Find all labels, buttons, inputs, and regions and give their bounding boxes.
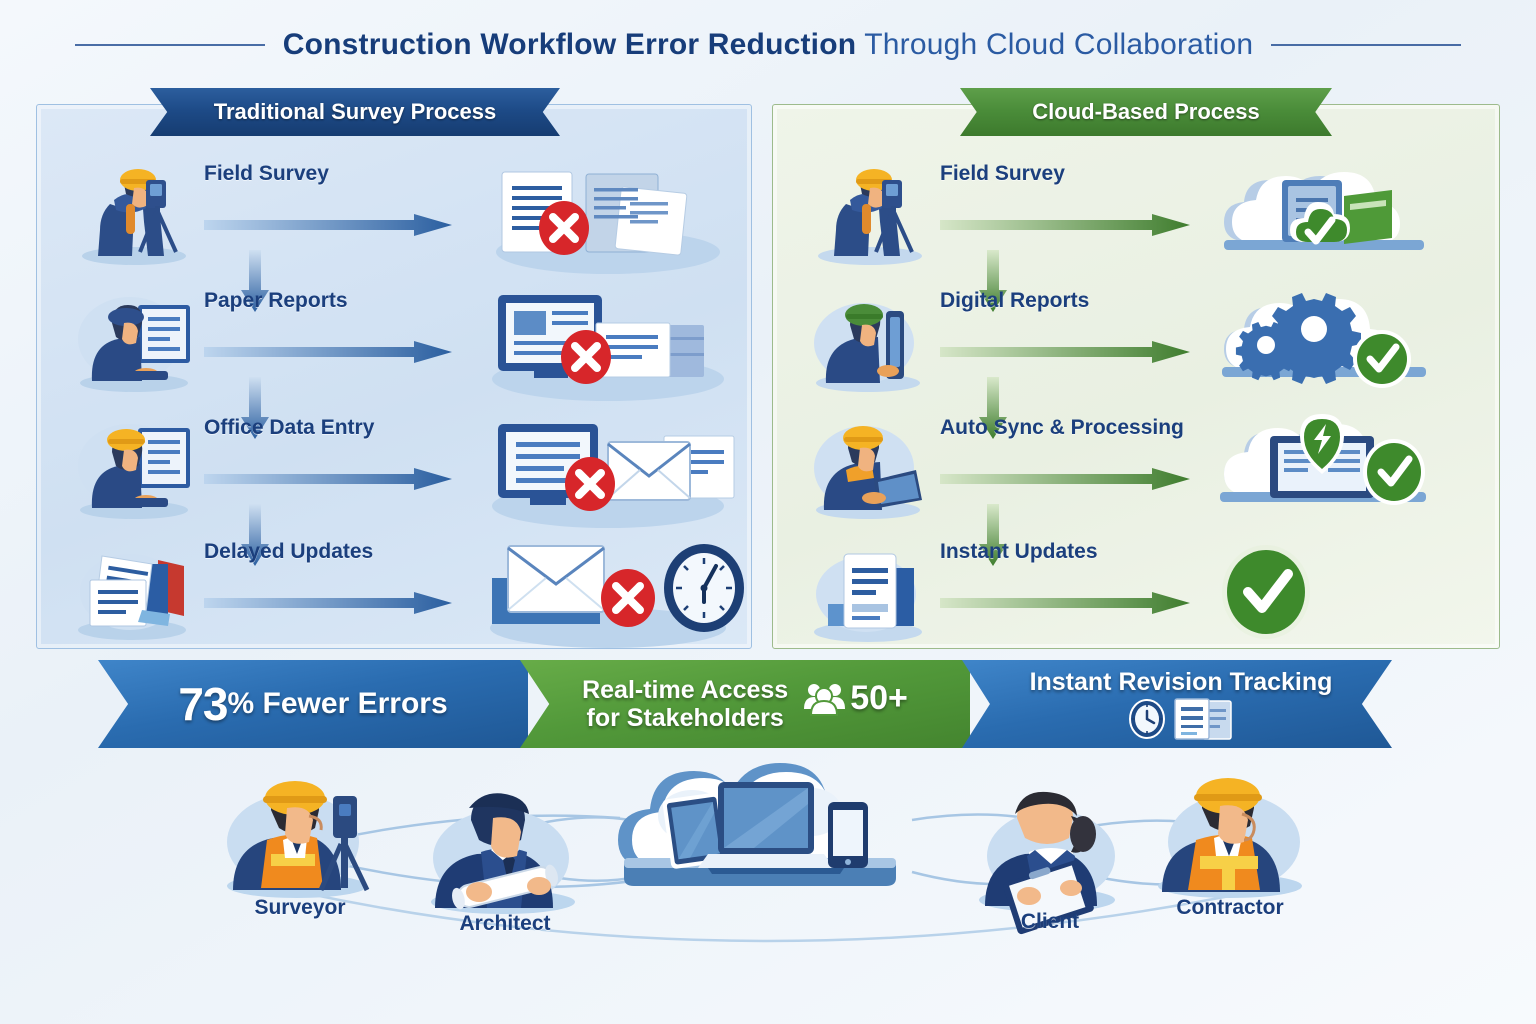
left-step-3: Office Data Entry — [72, 410, 752, 528]
cloud-documents-icon — [1204, 156, 1484, 274]
cloud-laptop-bolt-icon — [1204, 410, 1484, 528]
title-rule-right — [1271, 44, 1462, 46]
envelope-clock-icon — [468, 534, 748, 652]
right-step-2-label: Digital Reports — [940, 289, 1090, 312]
page-title: Construction Workflow Error Reduction Th… — [0, 22, 1536, 68]
left-step-3-arrow — [204, 468, 452, 490]
stakeholder-client: Client — [955, 782, 1145, 935]
left-step-1-label: Field Survey — [204, 162, 329, 185]
title-bold: Construction Workflow Error Reduction — [282, 28, 857, 61]
right-arrow-down-2 — [978, 377, 1008, 439]
green-check-icon — [1363, 439, 1425, 505]
right-step-4: Instant Updates — [808, 534, 1498, 652]
title-light: Through Cloud Collaboration — [864, 28, 1254, 61]
banner-error-number: 73 — [178, 678, 228, 730]
banner-access-count: 50+ — [850, 678, 908, 717]
stakeholder-surveyor: Surveyor — [205, 768, 395, 920]
stakeholder-client-label: Client — [1020, 910, 1080, 933]
green-check-icon — [1290, 202, 1350, 245]
tablet-worker-icon — [808, 287, 938, 397]
clock-icon — [664, 544, 744, 632]
banner-access-line2: for Stakeholders — [586, 704, 784, 732]
laptop-worker-icon — [808, 414, 938, 524]
red-x-icon — [601, 569, 655, 627]
people-group-icon — [802, 681, 848, 716]
monitor-papers-icon — [468, 283, 748, 401]
banner-revision-text: Instant Revision Tracking — [1029, 667, 1333, 696]
left-step-1-arrow — [204, 214, 452, 236]
red-x-icon — [561, 330, 611, 384]
left-step-4: Delayed Updates — [72, 534, 752, 652]
banner-error-text: Fewer Errors — [262, 687, 448, 720]
right-step-4-label: Instant Updates — [940, 540, 1098, 563]
left-arrow-down-2 — [240, 377, 270, 439]
green-check-icon — [1204, 534, 1484, 652]
architect-avatar-icon — [431, 793, 575, 914]
left-arrow-down-1 — [240, 250, 270, 312]
traditional-process-heading: Traditional Survey Process — [150, 88, 560, 136]
right-step-1-label: Field Survey — [940, 162, 1065, 185]
left-step-2-arrow — [204, 341, 452, 363]
cloud-process-heading: Cloud-Based Process — [960, 88, 1332, 136]
left-step-3-label: Office Data Entry — [204, 416, 375, 439]
clock-document-icon — [1127, 697, 1235, 741]
right-step-3-label: Auto Sync & Processing — [940, 416, 1184, 439]
right-step-4-arrow — [940, 592, 1190, 614]
client-avatar-icon — [979, 791, 1115, 935]
cloud-heading-label: Cloud-Based Process — [1032, 99, 1260, 124]
left-step-4-arrow — [204, 592, 452, 614]
title-text: Construction Workflow Error Reduction Th… — [283, 28, 1254, 62]
stakeholder-surveyor-label: Surveyor — [254, 896, 346, 919]
right-arrow-down-1 — [978, 250, 1008, 312]
green-check-icon — [1353, 330, 1411, 388]
surveyor-avatar-icon — [227, 781, 370, 898]
stakeholder-architect-label: Architect — [459, 912, 551, 935]
right-step-3: Auto Sync & Processing — [808, 410, 1498, 528]
left-step-2-label: Paper Reports — [204, 289, 348, 312]
paper-stack-icon — [72, 538, 202, 648]
right-step-2: Digital Reports — [808, 283, 1498, 401]
banner-access-line1: Real-time Access — [582, 676, 789, 704]
right-arrow-down-3 — [978, 504, 1008, 566]
banner-fewer-errors: 73% Fewer Errors — [98, 660, 528, 748]
digital-document-icon — [808, 538, 938, 648]
cloud-devices-icon — [600, 748, 940, 918]
left-step-2: Paper Reports — [72, 283, 752, 401]
right-step-1-arrow — [940, 214, 1190, 236]
stakeholder-contractor: Contractor — [1130, 768, 1330, 920]
banner-error-percent: % — [227, 687, 255, 720]
cloud-gears-icon — [1204, 283, 1484, 401]
left-arrow-down-3 — [240, 504, 270, 566]
office-worker-icon — [72, 287, 202, 397]
right-step-1: Field Survey — [808, 156, 1498, 274]
banner-revision-tracking: Instant Revision Tracking — [962, 660, 1392, 748]
stakeholder-contractor-label: Contractor — [1176, 896, 1284, 919]
helmet-worker-icon — [72, 414, 202, 524]
paper-documents-icon — [468, 156, 748, 274]
title-rule-left — [74, 44, 265, 46]
red-x-icon — [565, 457, 615, 511]
stakeholder-architect: Architect — [405, 782, 605, 936]
left-step-4-label: Delayed Updates — [204, 540, 374, 563]
right-step-2-arrow — [940, 341, 1190, 363]
contractor-avatar-icon — [1158, 778, 1302, 898]
surveyor-icon — [808, 160, 938, 270]
right-step-3-arrow — [940, 468, 1190, 490]
surveyor-icon — [72, 160, 202, 270]
bolt-pin-icon — [1300, 414, 1344, 474]
monitor-envelope-icon — [468, 410, 748, 528]
red-x-icon — [539, 201, 589, 255]
left-step-1: Field Survey — [72, 156, 752, 274]
traditional-heading-label: Traditional Survey Process — [213, 99, 497, 124]
banner-realtime-access: Real-time Access for Stakeholders 50+ — [520, 660, 970, 748]
